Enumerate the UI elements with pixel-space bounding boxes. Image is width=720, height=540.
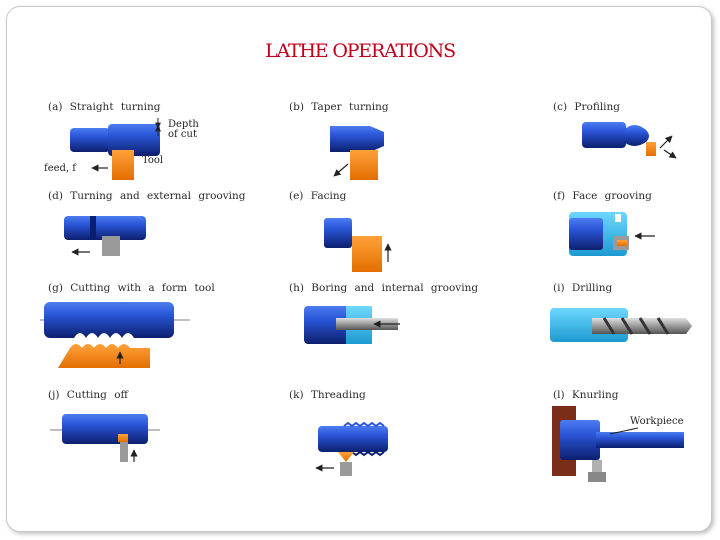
profile-bulb: [624, 125, 649, 146]
form-tool: [58, 344, 150, 368]
drilling-diagram: [548, 306, 698, 346]
caption-threading: (k) Threading: [289, 389, 366, 401]
caption-drilling: (i) Drilling: [553, 282, 612, 294]
cutoff-tool: [120, 442, 128, 462]
cutting-tool: [350, 150, 378, 180]
label-workpiece: Workpiece: [630, 416, 684, 427]
facing-tool: [352, 236, 382, 272]
workpiece: [582, 122, 626, 148]
label-tool: Tool: [142, 155, 163, 166]
facing-diagram: [318, 212, 398, 272]
caption-taper-turning: (b) Taper turning: [289, 101, 389, 113]
workpiece-turned: [70, 128, 110, 152]
caption-form-tool: (g) Cutting with a form tool: [48, 282, 215, 294]
cutting-tool: [112, 150, 134, 180]
caption-face-grooving: (f) Face grooving: [553, 190, 652, 202]
profile-tool: [646, 142, 656, 156]
knurling-tool: [592, 460, 602, 474]
caption-knurling: (l) Knurling: [553, 389, 618, 401]
face-grooving-diagram: [565, 208, 675, 264]
form-tool-diagram: [40, 296, 190, 374]
knurling-diagram: [546, 402, 696, 488]
thread-tool-tip: [338, 452, 354, 462]
caption-profiling: (c) Profiling: [553, 101, 620, 113]
label-feed: feed, f: [44, 163, 76, 174]
workpiece: [324, 218, 352, 248]
cutoff-tip: [118, 434, 128, 442]
workpiece: [560, 420, 600, 460]
page-title: LATHE OPERATIONS: [0, 40, 720, 62]
threading-diagram: [308, 420, 398, 476]
taper-turning-diagram: [320, 122, 400, 184]
cutting-off-diagram: [50, 410, 160, 466]
workpiece: [44, 302, 174, 338]
workpiece: [62, 414, 148, 444]
grooving-tool: [102, 236, 120, 256]
caption-facing: (e) Facing: [289, 190, 346, 202]
label-depth-of-cut: of cut: [168, 129, 197, 140]
boring-diagram: [300, 302, 420, 348]
caption-turning-grooving: (d) Turning and external grooving: [48, 190, 246, 202]
turning-grooving-diagram: [50, 210, 170, 266]
tapered-workpiece: [330, 126, 384, 152]
thread-tool: [340, 462, 352, 476]
caption-cutting-off: (j) Cutting off: [48, 389, 128, 401]
workpiece: [318, 426, 388, 452]
caption-boring: (h) Boring and internal grooving: [289, 282, 478, 294]
profiling-diagram: [580, 116, 680, 172]
